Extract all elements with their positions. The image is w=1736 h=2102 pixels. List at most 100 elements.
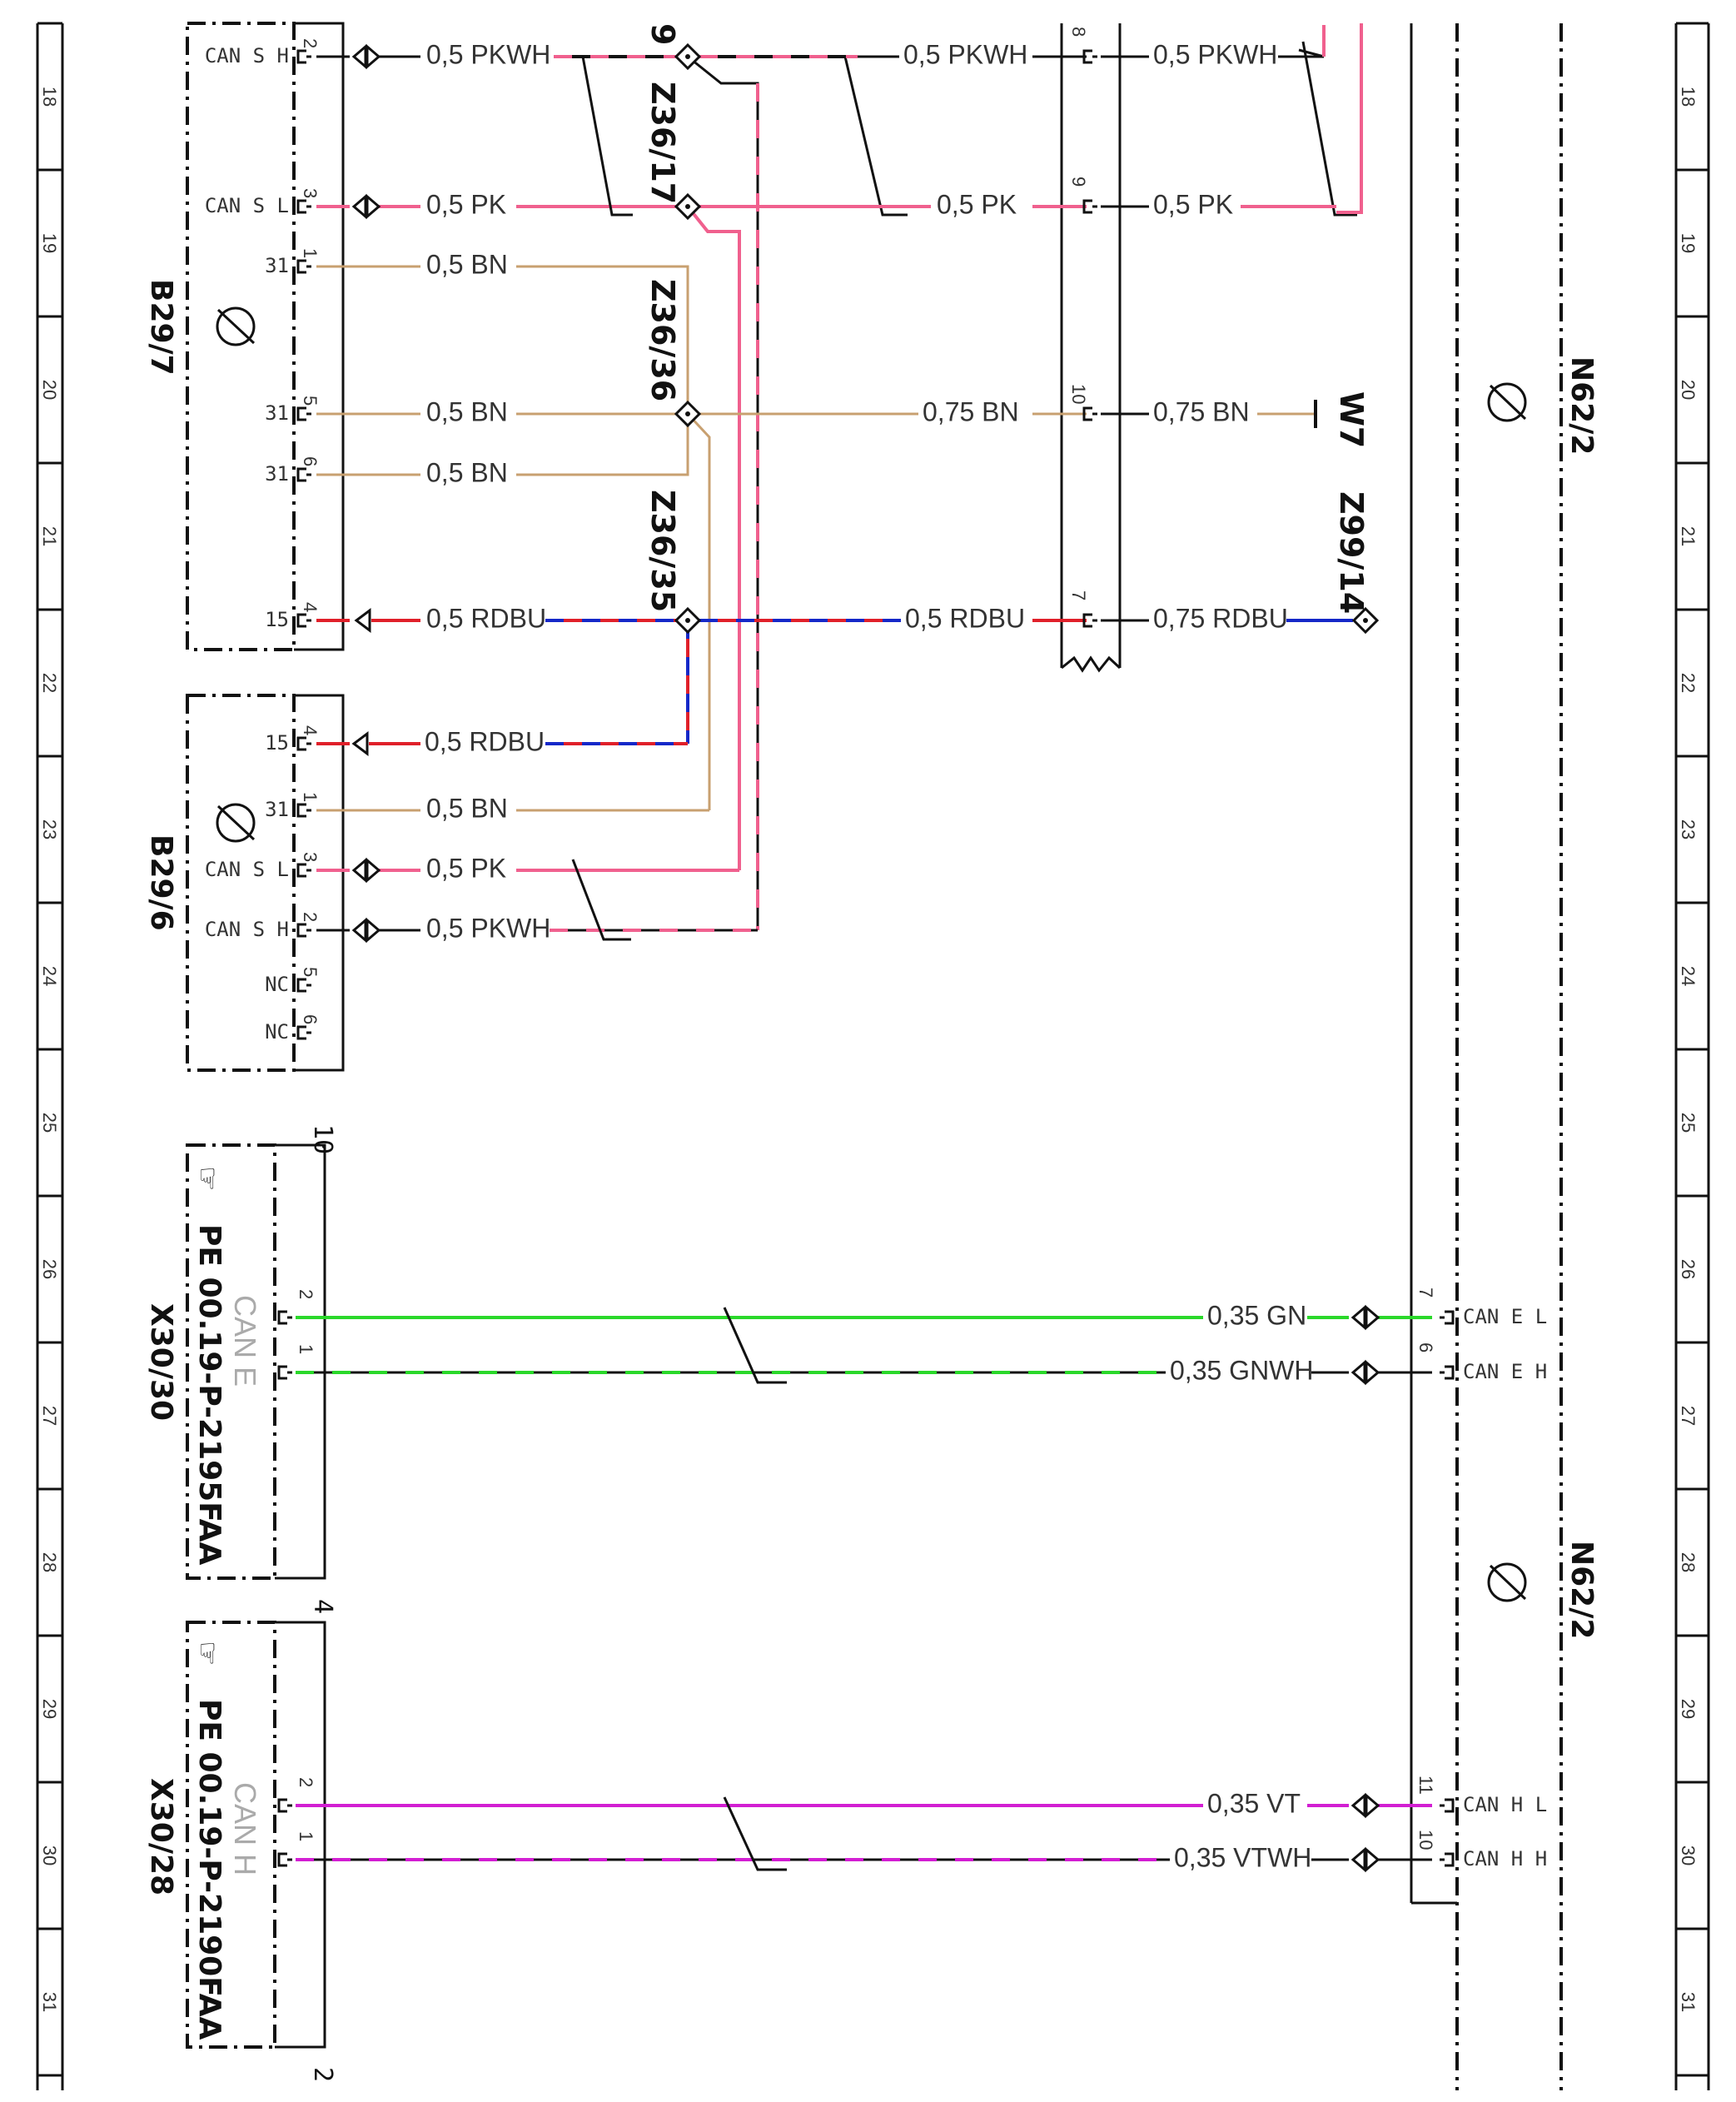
ruler-number: 21 [39,526,60,546]
wire-label: 0,35 GN [1207,1300,1306,1330]
ruler-number: 21 [1678,526,1699,546]
ruler-number: 30 [1678,1845,1699,1865]
bidirectional-arrow-icon [1365,1792,1380,1819]
twist-mark-icon [723,1796,787,1871]
pins [277,42,1455,1873]
bidirectional-arrow-icon [1350,1792,1366,1819]
pin-number: 6 [300,456,321,466]
wire-label: 0,5 PKWH [426,39,550,69]
wire-label: 0,35 VTWH [1174,1842,1311,1872]
pin-label: CAN E H [1463,1360,1547,1383]
pin-number: 2 [300,912,321,922]
hand-pointer-icon: ☞ [191,1641,224,1666]
wire-label: 0,5 PK [426,189,506,219]
z36-17-label: Z36/17 [644,82,681,204]
bidirectional-arrow-icon [351,43,367,70]
wire-label: 0,5 PKWH [1153,39,1277,69]
pin-number: 1 [300,248,321,258]
pin-number: 5 [300,396,321,406]
w7-label: W7 [1333,391,1370,448]
ruler-number: 18 [39,87,60,107]
x30-28-connector-number: 4 [308,1599,337,1614]
pin-label: CAN H L [1463,1793,1547,1816]
pin-label: CAN H H [1463,1847,1547,1870]
pin-mark [1082,49,1092,64]
input-arrow-icon [354,608,371,633]
pin-number: 2 [300,38,321,48]
ruler-number: 18 [1678,87,1699,107]
pin-mark [1082,199,1092,214]
pin-number: 10 [1415,1830,1436,1850]
ruler-number: 29 [1678,1699,1699,1719]
wire-label: 0,35 VT [1207,1788,1301,1818]
ruler-number: 29 [39,1699,60,1719]
x30-30-connector-number: 10 [308,1124,337,1154]
splice-point-icon [685,54,690,59]
pin-mark [277,1852,287,1867]
b29-7-name: B29/7 [144,279,178,376]
wire-label: 0,5 PK [1153,189,1233,219]
pin-label: CAN S H [205,44,289,67]
twist-mark-icon [1301,41,1357,217]
pin-mark [296,259,306,274]
component-x30-30: 10 ☞ PE 00.19-P-2195FAA CAN E X30/30 [144,1124,337,1580]
bidirectional-arrow-icon [1350,1846,1366,1873]
wire-label: 0,75 BN [1153,396,1250,426]
component-b29-6: B29/6 [144,694,345,1072]
wire-label: 0,5 BN [426,793,508,823]
ruler-number: 25 [1678,1113,1699,1133]
pin-number: 11 [1415,1776,1436,1795]
ruler-number: 24 [39,966,60,986]
pin-mark [1082,613,1092,628]
wire-label: 0,5 BN [426,457,508,487]
z36-17-pin-label: 9 [644,23,681,45]
pin-label: CAN E L [1463,1305,1547,1328]
bidirectional-arrow-icon [366,193,381,220]
pin-mark [277,1310,287,1325]
x30-28-name: X30/28 [144,1778,178,1895]
ruler-number: 19 [1678,233,1699,253]
pin-label: 31 [265,401,289,425]
wire-far-pk [1336,23,1363,214]
pin-mark [1445,1365,1455,1380]
ruler-number: 26 [1678,1259,1699,1279]
pin-mark [1445,1798,1455,1813]
ruler-number: 27 [1678,1406,1699,1426]
pin-label: CAN S L [205,858,289,881]
pin-mark [1082,406,1092,421]
pin-label: NC [265,1020,289,1044]
pin-mark [296,923,306,938]
pin-label: CAN S H [205,918,289,941]
splice-point-icon [685,204,690,209]
ruler-number: 20 [39,380,60,400]
z36-35-label: Z36/35 [644,490,681,612]
wire-label: 0,5 PKWH [903,39,1027,69]
pin-mark [296,978,306,993]
bidirectional-arrow-icon [351,193,367,220]
pin-label: CAN S L [205,194,289,217]
bidirectional-arrow-icon [1365,1846,1380,1873]
bidirectional-arrow-icon [366,917,381,944]
wire-label: 0,5 RDBU [426,603,546,633]
pin-mark [296,406,306,421]
pin-label: 31 [265,798,289,821]
twist-mark-icon [571,859,631,941]
pin-number: 3 [300,852,321,862]
pin-label: 15 [265,731,289,755]
twist-mark-icon [581,56,633,217]
break-mark-icon [1061,655,1122,673]
b29-6-name: B29/6 [144,834,178,931]
twist-mark-icon [723,1307,787,1384]
ruler-number: 20 [1678,380,1699,400]
intermediate-connector [1060,23,1122,673]
bidirectional-arrow-icon [1365,1304,1380,1331]
pin-label: 31 [265,462,289,486]
pin-label: 15 [265,608,289,631]
wire-label: 0,5 PKWH [426,913,550,943]
bidirectional-arrow-icon [1365,1359,1380,1386]
z36-36-label: Z36/36 [644,279,681,401]
